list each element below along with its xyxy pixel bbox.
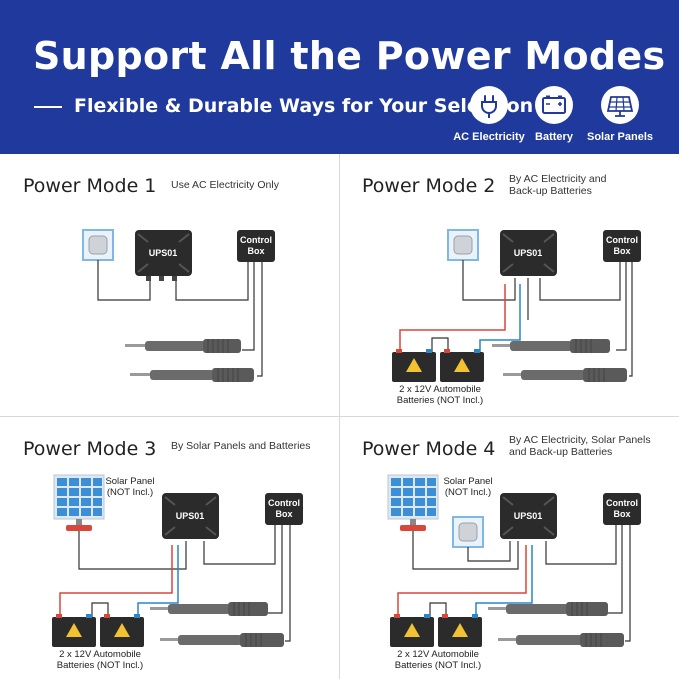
power-mode-4-panel: Power Mode 4 By AC Electricity, Solar Pa…: [340, 417, 679, 679]
solar-note: Solar Panel (NOT Incl.): [105, 476, 155, 498]
linear-actuator: [125, 339, 241, 353]
mode-title: Power Mode 2: [362, 175, 496, 197]
source-label-solar: Solar Panels: [586, 131, 654, 143]
source-label-battery: Battery: [535, 131, 573, 143]
mode-description: By AC Electricity and Back-up Batteries: [509, 173, 607, 197]
linear-actuator: [492, 339, 610, 353]
car-battery-icon: [440, 349, 484, 382]
battery-note: 2 x 12V Automobile Batteries (NOT Incl.): [56, 649, 144, 671]
linear-actuator: [488, 602, 608, 616]
ac-outlet-icon: [82, 229, 114, 261]
battery-note: 2 x 12V Automobile Batteries (NOT Incl.): [394, 649, 482, 671]
ups01-unit: UPS01: [500, 230, 557, 276]
mode-3-diagram: UPS01 Control Box: [52, 474, 303, 647]
ups01-unit: UPS01: [135, 230, 192, 281]
control-box-label-1: Control: [606, 235, 638, 245]
battery-note: 2 x 12V Automobile Batteries (NOT Incl.): [396, 384, 484, 406]
ups-label: UPS01: [176, 511, 205, 521]
control-box: Control Box: [265, 493, 303, 525]
page-title: Support All the Power Modes: [33, 34, 666, 78]
solar-panel-icon: [53, 474, 105, 531]
ups-label: UPS01: [149, 248, 178, 258]
mode-4-diagram: UPS01 Control Box: [387, 474, 641, 647]
ups01-unit: UPS01: [162, 493, 219, 539]
source-label-ac: AC Electricity: [453, 131, 525, 143]
battery-icon: [535, 86, 573, 124]
solar-panel-icon: [601, 86, 639, 124]
mode-title: Power Mode 1: [23, 175, 157, 197]
control-box-label-1: Control: [606, 498, 638, 508]
control-box-label-2: Box: [613, 509, 630, 519]
solar-panel-icon: [387, 474, 439, 531]
control-box-label-1: Control: [240, 235, 272, 245]
control-box-label-2: Box: [275, 509, 292, 519]
power-mode-1-panel: Power Mode 1 Use AC Electricity Only UPS…: [0, 154, 339, 416]
mode-description: By AC Electricity, Solar Panels and Back…: [509, 434, 651, 458]
mode-description: Use AC Electricity Only: [171, 179, 279, 191]
subtitle-dash: [34, 106, 62, 108]
mode-title: Power Mode 4: [362, 438, 496, 460]
ac-outlet-icon: [452, 516, 484, 548]
control-box-label-1: Control: [268, 498, 300, 508]
linear-actuator: [130, 368, 254, 382]
car-battery-icon: [392, 349, 436, 382]
linear-actuator: [160, 633, 284, 647]
mode-title: Power Mode 3: [23, 438, 157, 460]
mode-1-diagram: UPS01 Control Box: [82, 229, 275, 382]
panel-divider-horizontal: [0, 416, 679, 417]
power-mode-3-panel: Power Mode 3 By Solar Panels and Batteri…: [0, 417, 339, 679]
mode-2-diagram: UPS01 Control Box: [392, 229, 641, 382]
linear-actuator: [150, 602, 268, 616]
header-banner: Support All the Power Modes Flexible & D…: [0, 0, 679, 154]
plug-icon: [470, 86, 508, 124]
linear-actuator: [503, 368, 627, 382]
linear-actuator: [498, 633, 624, 647]
car-battery-icon: [390, 614, 434, 647]
control-box-label-2: Box: [247, 246, 264, 256]
control-box: Control Box: [237, 230, 275, 262]
ups01-unit: UPS01: [500, 493, 557, 539]
ac-outlet-icon: [447, 229, 479, 261]
car-battery-icon: [100, 614, 144, 647]
car-battery-icon: [438, 614, 482, 647]
control-box-label-2: Box: [613, 246, 630, 256]
control-box: Control Box: [603, 493, 641, 525]
mode-description: By Solar Panels and Batteries: [171, 440, 311, 452]
car-battery-icon: [52, 614, 96, 647]
ups-label: UPS01: [514, 248, 543, 258]
power-mode-2-panel: Power Mode 2 By AC Electricity and Back-…: [340, 154, 679, 416]
ups-label: UPS01: [514, 511, 543, 521]
control-box: Control Box: [603, 230, 641, 262]
solar-note: Solar Panel (NOT Incl.): [443, 476, 493, 498]
page-subtitle: Flexible & Durable Ways for Your Selecti…: [74, 95, 534, 117]
